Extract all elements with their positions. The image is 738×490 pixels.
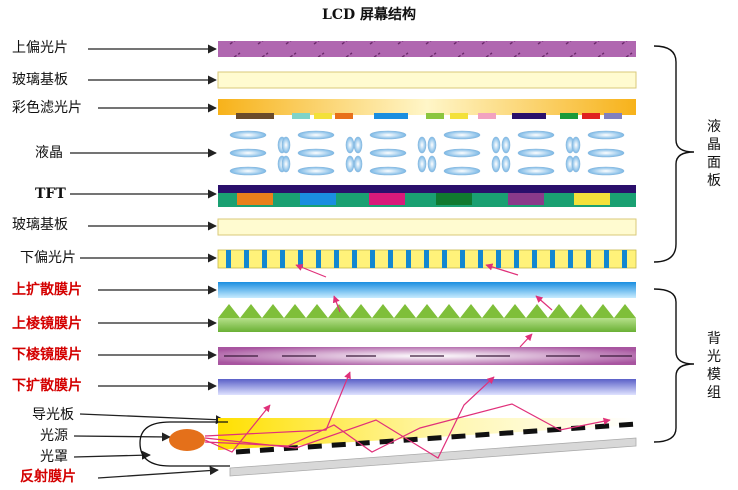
lamp-cover-outline bbox=[139, 421, 230, 467]
leader-arrow bbox=[73, 432, 171, 442]
light-ray bbox=[519, 333, 533, 348]
glass-substrate-bottom-layer bbox=[217, 218, 637, 236]
label-reflector: 反射膜片 bbox=[20, 469, 76, 485]
leader-arrows bbox=[70, 44, 225, 479]
label-upper-diffuser: 上扩散膜片 bbox=[12, 282, 82, 298]
dot-pattern bbox=[235, 421, 637, 455]
light-ray bbox=[295, 264, 327, 278]
lower-prism-layer bbox=[218, 347, 636, 365]
group-label-panel: 液晶面板 bbox=[707, 119, 721, 189]
label-liquid-crystal: 液晶 bbox=[35, 145, 63, 161]
label-lower-polarizer: 下偏光片 bbox=[20, 250, 76, 266]
light-ray bbox=[204, 376, 495, 459]
glass-substrate-top-layer bbox=[217, 71, 637, 89]
backlight-brace bbox=[653, 288, 695, 443]
light-ray bbox=[485, 263, 519, 276]
light-ray bbox=[204, 371, 351, 437]
light-ray bbox=[204, 403, 611, 453]
panel-brace bbox=[653, 45, 695, 263]
leader-arrow bbox=[79, 413, 225, 425]
label-color-filter: 彩色滤光片 bbox=[12, 100, 82, 116]
label-light-source: 光源 bbox=[40, 428, 68, 444]
lower-diffuser-layer bbox=[218, 379, 636, 395]
light-rays bbox=[204, 263, 611, 459]
label-upper-prism: 上棱镜膜片 bbox=[12, 316, 82, 332]
light-ray bbox=[535, 295, 553, 311]
label-tft: TFT bbox=[35, 186, 66, 202]
tft-layer bbox=[218, 185, 636, 207]
liquid-crystal-layer bbox=[229, 130, 625, 176]
group-label-backlight: 背光模组 bbox=[707, 331, 721, 401]
leader-arrow bbox=[97, 466, 219, 479]
label-lower-prism: 下棱镜膜片 bbox=[12, 347, 82, 363]
lamp-icon bbox=[169, 429, 205, 451]
label-glass-substrate-top: 玻璃基板 bbox=[12, 72, 68, 88]
reflector-layer bbox=[229, 437, 637, 477]
light-guide-plate bbox=[218, 418, 636, 450]
label-lower-diffuser: 下扩散膜片 bbox=[12, 378, 82, 394]
label-upper-polarizer: 上偏光片 bbox=[12, 40, 68, 56]
upper-diffuser-layer bbox=[218, 282, 636, 298]
upper-polarizer-layer bbox=[218, 41, 636, 57]
diagram-title: LCD 屏幕结构 bbox=[321, 7, 416, 23]
light-ray bbox=[204, 404, 271, 453]
upper-prism-layer bbox=[218, 304, 636, 332]
label-light-guide: 导光板 bbox=[32, 407, 74, 423]
label-lamp-cover: 光罩 bbox=[40, 449, 68, 465]
color-filter-layer bbox=[218, 99, 636, 119]
lower-polarizer-layer bbox=[217, 249, 637, 269]
label-glass-substrate-bottom: 玻璃基板 bbox=[12, 217, 68, 233]
leader-arrow bbox=[73, 450, 151, 460]
light-ray bbox=[332, 295, 341, 313]
